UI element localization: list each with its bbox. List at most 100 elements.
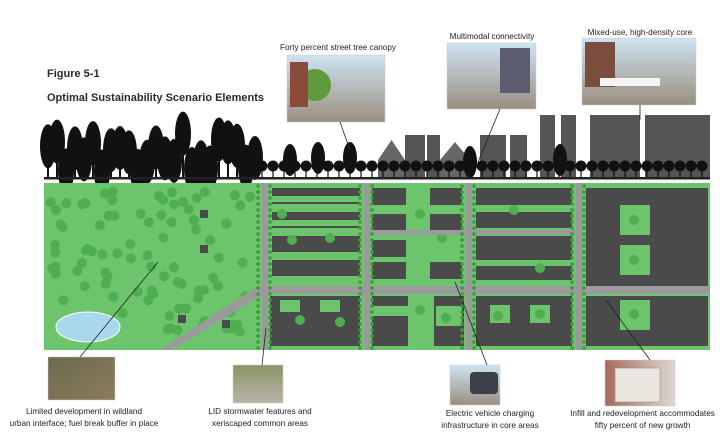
tree-trunk [624,168,626,178]
tree-trunk [393,168,395,178]
wildland-tree [97,249,108,260]
street-tree-dot [460,292,464,296]
street-tree-dot [472,262,476,266]
tree-trunk [525,168,527,178]
tree-trunk [371,168,373,178]
street-tree-dot [358,250,362,254]
street-tree-silhouette [663,160,675,172]
street-tree-dot [472,274,476,278]
street-tree-dot [472,316,476,320]
street-tree-dot [570,286,574,290]
courtyard-tree [277,209,287,219]
street-tree-dot [358,208,362,212]
street-tree-dot [256,262,260,266]
street-tree-silhouette [487,160,499,172]
street-tree-dot [370,256,374,260]
street-tree-dot [582,202,586,206]
street-tree-dot [472,322,476,326]
street-tree-dot [370,184,374,188]
tree-trunk [173,172,175,178]
xeriscape-photo [232,364,284,404]
street-tree-dot [358,232,362,236]
wildland-tree [188,214,199,225]
wildland-tree [169,199,180,210]
street-tree-dot [358,196,362,200]
street-tree-dot [256,214,260,218]
street-tree-dot [370,232,374,236]
courtyard-tree [441,313,451,323]
street-tree-dot [582,274,586,278]
callout-text-line: Infill and redevelopment accommodates [570,409,715,418]
house-silhouette [378,140,405,178]
cross-street [364,183,370,350]
street-tree-dot [582,214,586,218]
street-tree-dot [570,214,574,218]
street-tree-dot [460,202,464,206]
street-tree-dot [570,328,574,332]
tree-trunk [261,168,263,178]
wildland-tree [107,186,118,197]
street-tree-dot [472,298,476,302]
street-tree-silhouette [685,160,697,172]
street-tree-dot [570,346,574,350]
forest-tree-silhouette [85,121,101,166]
street-tree-dot [256,184,260,188]
street-tree-dot [268,310,272,314]
street-tree-dot [268,244,272,248]
street-tree-dot [256,310,260,314]
street-tree-dot [472,256,476,260]
street-tree-dot [570,220,574,224]
tree-trunk [119,160,121,178]
wildland-tree [158,194,169,205]
street-tree-dot [570,208,574,212]
street-tree-dot [256,280,260,284]
street-tree-dot [256,328,260,332]
street-tree-dot [358,244,362,248]
street-tree-dot [370,316,374,320]
wildland-tree [99,188,110,199]
street-tree-dot [570,334,574,338]
street-tree-dot [370,238,374,242]
street-tree-dot [582,256,586,260]
street-tree-dot [268,298,272,302]
street-tree-dot [370,262,374,266]
leader-line [477,108,501,163]
courtyard-green [372,306,408,316]
street-tree-dot [358,292,362,296]
wildland-tree [159,271,170,282]
street-tree-silhouette [630,160,642,172]
wildland-tree [167,187,178,198]
wildland-tree [142,250,153,261]
wildland-tree [212,281,223,292]
street-tree-dot [256,304,260,308]
street-tree-dot [472,196,476,200]
street-tree-dot [570,184,574,188]
street-tree-dot [570,238,574,242]
street-tree-dot [570,226,574,230]
rural-structure [178,315,186,323]
courtyard-tree [535,309,545,319]
wildland-tree [103,210,114,221]
street-tree-dot [582,316,586,320]
wildland-tree [80,197,91,208]
street-tree-dot [582,244,586,248]
street-tree-dot [268,334,272,338]
tree-trunk [569,168,571,178]
street-tree-dot [582,268,586,272]
wildland-tree [158,232,169,243]
cross-street [262,183,268,350]
wildland-tree [117,308,128,319]
street-tree-dot [256,292,260,296]
street-tree-dot [268,274,272,278]
street-tree-dot [268,184,272,188]
street-tree-dot [472,310,476,314]
callout-label-multimodal: Multimodal connectivity [449,32,535,41]
photo-tent [600,78,660,86]
street-tree-dot [358,280,362,284]
photo-building [500,48,530,93]
street-tree-dot [370,304,374,308]
tree-trunk [437,168,439,178]
tree-trunk [646,168,648,178]
street-tree-dot [460,322,464,326]
street-tree-dot [358,262,362,266]
